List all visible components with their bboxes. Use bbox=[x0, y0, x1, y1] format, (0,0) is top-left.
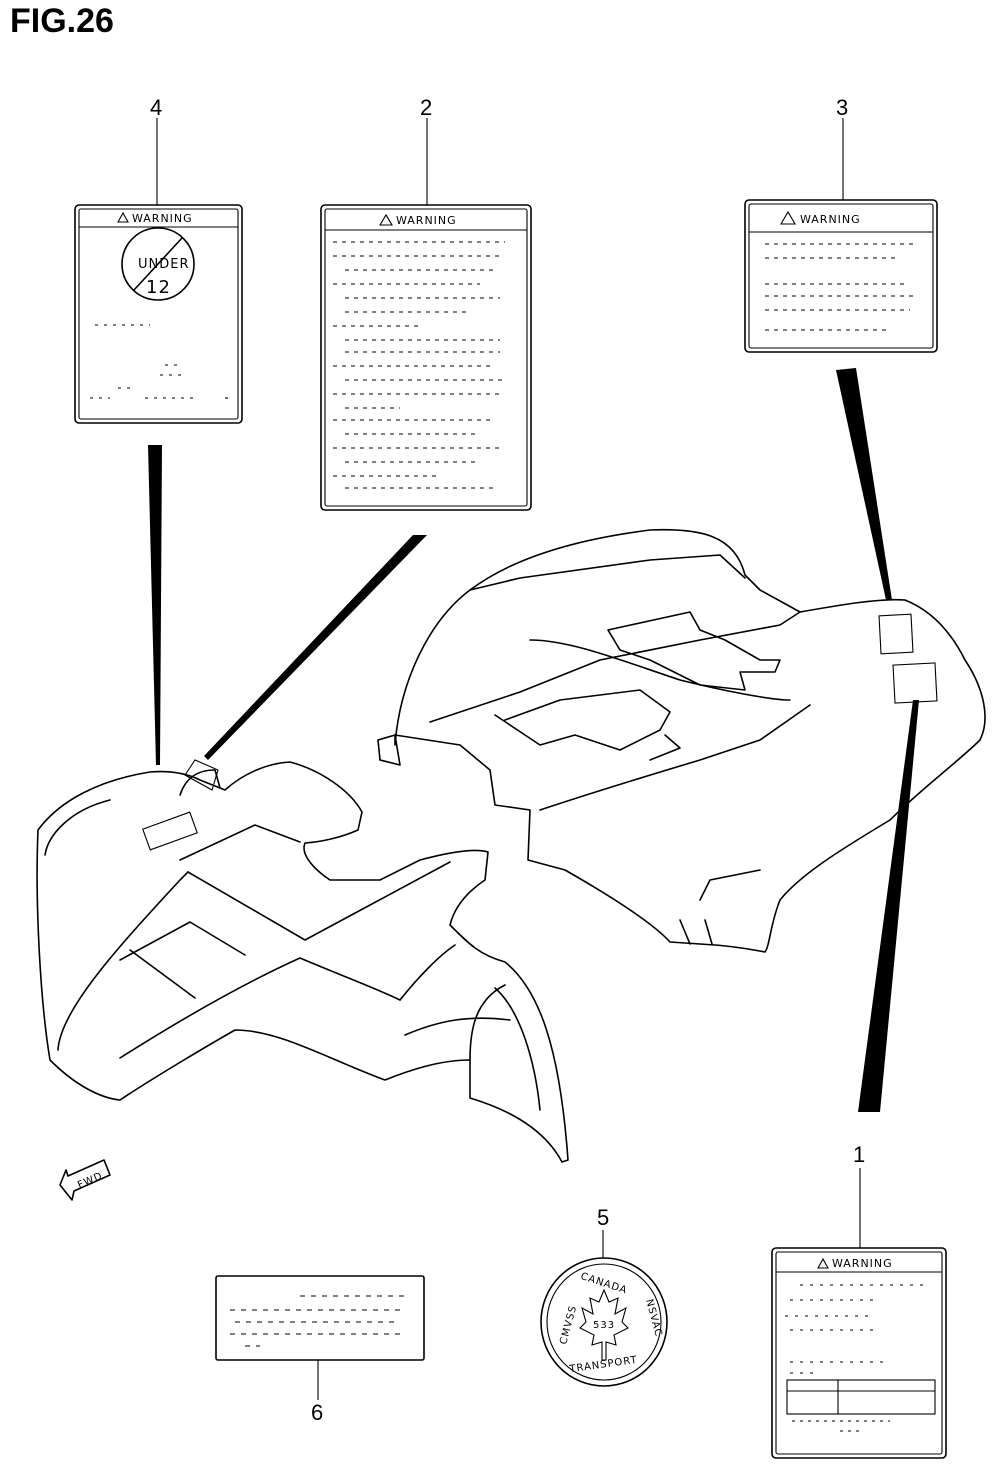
warning-triangle-icon bbox=[817, 1257, 829, 1269]
pointer-2 bbox=[204, 535, 427, 760]
label-1-heading: WARNING bbox=[832, 1257, 893, 1270]
pointer-3 bbox=[836, 368, 892, 600]
label-3-warning[interactable]: 3 WARNING bbox=[744, 95, 938, 353]
label-3-heading: WARNING bbox=[800, 213, 861, 226]
pointer-4 bbox=[148, 445, 162, 765]
label-5-top-text: CANADA bbox=[579, 1271, 629, 1296]
label-1-warning[interactable]: 1 WARNING bbox=[771, 1142, 947, 1459]
maple-leaf-icon bbox=[579, 1288, 629, 1361]
callout-1: 1 bbox=[853, 1142, 865, 1167]
label-5-bottom-text: TRANSPORT bbox=[568, 1355, 638, 1376]
label-3-location bbox=[878, 613, 914, 655]
callout-2: 2 bbox=[420, 95, 432, 120]
figure-title: FIG.26 bbox=[10, 2, 114, 40]
callout-5: 5 bbox=[597, 1205, 609, 1230]
label-2-warning[interactable]: 2 WARNING bbox=[320, 95, 532, 511]
label-4-warning[interactable]: 4 WARNING UNDER 12 bbox=[74, 95, 243, 424]
callout-3: 3 bbox=[836, 95, 848, 120]
callout-4: 4 bbox=[150, 95, 162, 120]
pointer-1 bbox=[858, 700, 919, 1112]
label-4-location bbox=[142, 811, 198, 851]
label-2-location bbox=[184, 759, 219, 791]
label-5-canada-seal[interactable]: 5 CANADA CMVSS NSVAC TRANSPORT 533 bbox=[540, 1205, 668, 1387]
label-5-center-text: 533 bbox=[593, 1320, 615, 1331]
label-4-heading: WARNING bbox=[132, 212, 193, 225]
label-2-heading: WARNING bbox=[396, 214, 457, 227]
warning-triangle-icon bbox=[379, 213, 393, 226]
label-1-location bbox=[892, 662, 938, 704]
label-5-left-text: CMVSS bbox=[558, 1304, 579, 1346]
front-fender bbox=[36, 759, 569, 1163]
warning-triangle-icon bbox=[780, 210, 796, 225]
rear-fender bbox=[377, 528, 986, 953]
age-restriction-icon bbox=[121, 227, 195, 301]
fwd-arrow-text: FWD bbox=[76, 1171, 105, 1192]
label-4-symbol-text: UNDER bbox=[138, 257, 190, 272]
label-6-plate[interactable]: 6 bbox=[215, 1275, 425, 1425]
warning-triangle-icon bbox=[117, 211, 129, 223]
callout-6: 6 bbox=[311, 1400, 323, 1425]
fwd-arrow-icon: FWD bbox=[59, 1159, 111, 1201]
label-4-symbol-number: 12 bbox=[146, 277, 171, 298]
